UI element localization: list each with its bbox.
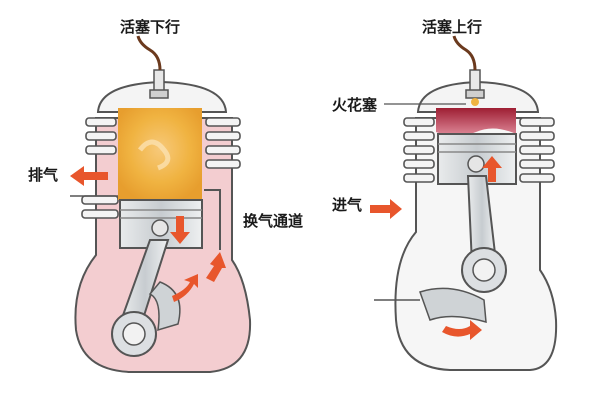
right-piston-up-arrow [482,156,502,182]
right-spark-plug [452,35,485,106]
left-transfer-channel [204,189,221,250]
right-cooling-fins [403,117,555,183]
left-transfer-up-arrow [206,252,226,282]
left-crankshaft [111,281,181,357]
label-exhaust: 排气 [28,166,59,184]
right-intake-arrow [370,199,402,219]
label-spark-plug: 火花塞 [332,96,378,114]
right-engine [370,35,558,371]
right-panel-title: 活塞上行 [422,18,483,36]
left-crank-arrow [172,274,198,302]
left-engine [70,35,252,373]
left-combustion-gas [118,108,202,200]
label-intake: 进气 [332,196,363,214]
right-crankshaft [419,247,507,324]
right-crank-arrow [442,320,482,340]
left-exhaust-arrow [70,166,108,186]
left-spark-plug [136,35,169,99]
label-transfer-port: 换气通道 [243,212,304,230]
right-combustion-chamber [436,108,516,136]
left-piston-down-arrow [170,216,190,244]
left-panel-title: 活塞下行 [120,18,181,36]
